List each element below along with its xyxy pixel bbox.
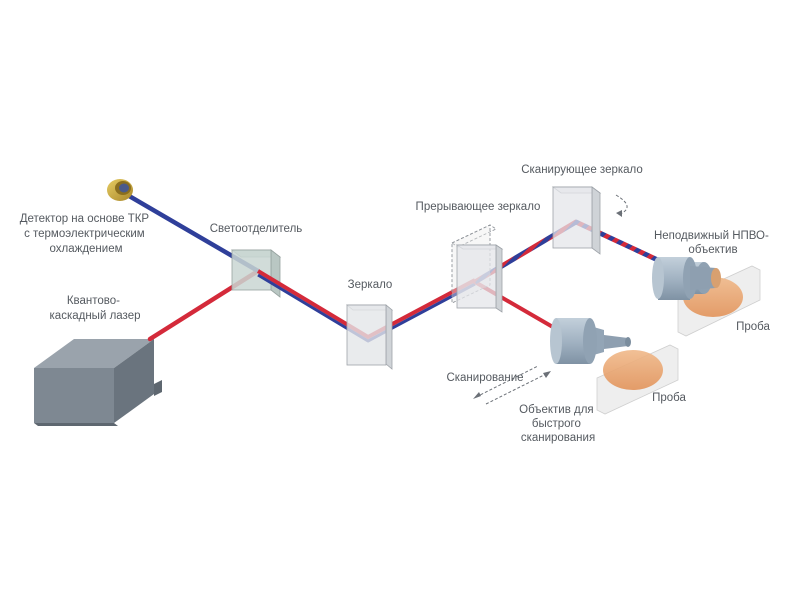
detector-icon (107, 179, 133, 201)
fast-objective-label: Объектив для быстрого сканирования (519, 404, 597, 444)
flip-mirror-box (451, 224, 504, 313)
mirror-label: Зеркало (348, 279, 393, 291)
beamsplitter-label: Светоотделитель (210, 223, 303, 235)
scan-mirror-label: Сканирующее зеркало (521, 164, 643, 176)
atr-objective-label: Неподвижный НПВО- объектив (654, 230, 772, 256)
fast-objective (550, 318, 631, 364)
detector-label: Детектор на основе ТКР с термоэлектричес… (20, 213, 153, 255)
flip-mirror-label: Прерывающее зеркало (416, 201, 541, 213)
laser-box (34, 339, 162, 426)
fast-sample (603, 350, 663, 390)
scan-mirror-box (551, 186, 602, 255)
laser-label: Квантово- каскадный лазер (50, 295, 141, 322)
mirror-box (345, 304, 394, 370)
scanning-label: Сканирование (446, 372, 523, 384)
sample-top-label: Проба (736, 321, 770, 333)
beamsplitter-box (230, 249, 282, 298)
atr-objective (652, 257, 721, 300)
sample-bottom-label: Проба (652, 392, 686, 404)
scanning-arrows-icon (473, 365, 551, 405)
rotation-arrows-icon (615, 194, 628, 217)
